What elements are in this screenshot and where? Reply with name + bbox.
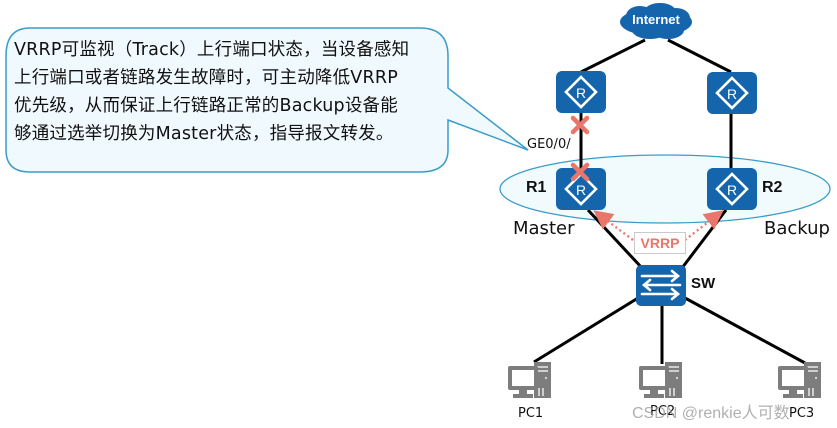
link-internet-upper-r1 (580, 38, 646, 74)
link-internet-upper-r2 (667, 38, 732, 74)
vrrp-arrow-to-r2 (684, 210, 724, 241)
backup-label: Backup (764, 218, 830, 239)
vrrp-arrow-to-r1 (593, 210, 634, 241)
callout-line-2: 上行端口或者链路发生故障时，可主动降低VRRP (14, 68, 398, 88)
router-icon-r2 (705, 166, 759, 212)
callout-bubble (5, 27, 529, 173)
link-sw-pc1 (533, 296, 639, 364)
callout-line-4: 够通过选举切换为Master状态，指导报文转发。 (14, 124, 394, 144)
internet-label: Internet (632, 12, 680, 27)
interface-label: GE0/0/ (527, 137, 571, 152)
vrrp-label: VRRP (634, 232, 686, 254)
callout-line-1: VRRP可监视（Track）上行端口状态，当设备感知 (14, 40, 410, 60)
switch-icon (636, 265, 686, 306)
callout-line-3: 优先级，从而保证上行链路正常的Backup设备能 (14, 96, 398, 116)
switch-label: SW (691, 275, 716, 292)
watermark: CSDN @renkie人可数 (632, 405, 790, 422)
pc-icon-1 (508, 362, 551, 398)
pc-icon-3 (778, 362, 821, 398)
pc2-label: PC2 (650, 404, 676, 419)
r1-label: R1 (526, 179, 547, 196)
router-icon-upper-right (705, 70, 759, 116)
pc-icon-2 (639, 362, 682, 398)
r2-label: R2 (762, 179, 783, 196)
master-label: Master (513, 218, 575, 239)
pc3-label: PC3 (789, 406, 815, 421)
router-icon-upper-left (554, 69, 608, 115)
pc1-label: PC1 (518, 406, 544, 421)
callout-text: VRRP可监视（Track）上行端口状态，当设备感知 上行端口或者链路发生故障时… (14, 36, 434, 148)
cloud-icon (620, 3, 692, 39)
link-sw-pc3 (684, 296, 806, 365)
